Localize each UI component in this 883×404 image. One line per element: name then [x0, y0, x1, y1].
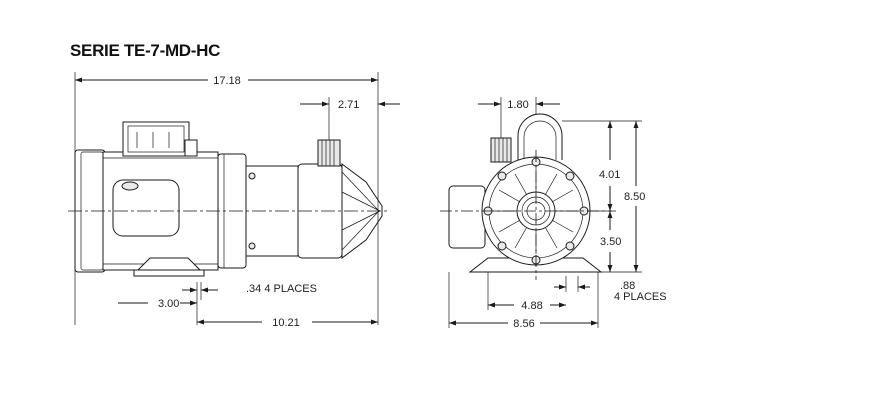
- pump-front-view: [440, 113, 612, 280]
- front-view-dimensions: [448, 97, 642, 328]
- dim-top-height: 4.01: [599, 169, 620, 181]
- dim-overall-length: 17.18: [213, 75, 241, 87]
- pump-side-view: [68, 121, 388, 277]
- page-title: SERIE TE-7-MD-HC: [70, 41, 221, 60]
- dim-motor-to-end: 10.21: [272, 317, 300, 329]
- dim-slot-width: .88: [620, 280, 635, 292]
- dim-mounting-holes: .34 4 PLACES: [246, 283, 317, 295]
- dim-overall-height: 8.50: [624, 191, 645, 203]
- dim-base-half-width: 4.88: [521, 300, 542, 312]
- dim-discharge-offset: 2.71: [338, 99, 359, 111]
- dim-overall-width: 8.56: [513, 318, 534, 330]
- dim-front-discharge-offset: 1.80: [507, 99, 528, 111]
- side-view-dimensions: [74, 72, 400, 325]
- dim-shaft-height: 3.50: [600, 236, 621, 248]
- dim-slot-count: 4 PLACES: [614, 291, 667, 303]
- dim-base-length: 3.00: [158, 298, 179, 310]
